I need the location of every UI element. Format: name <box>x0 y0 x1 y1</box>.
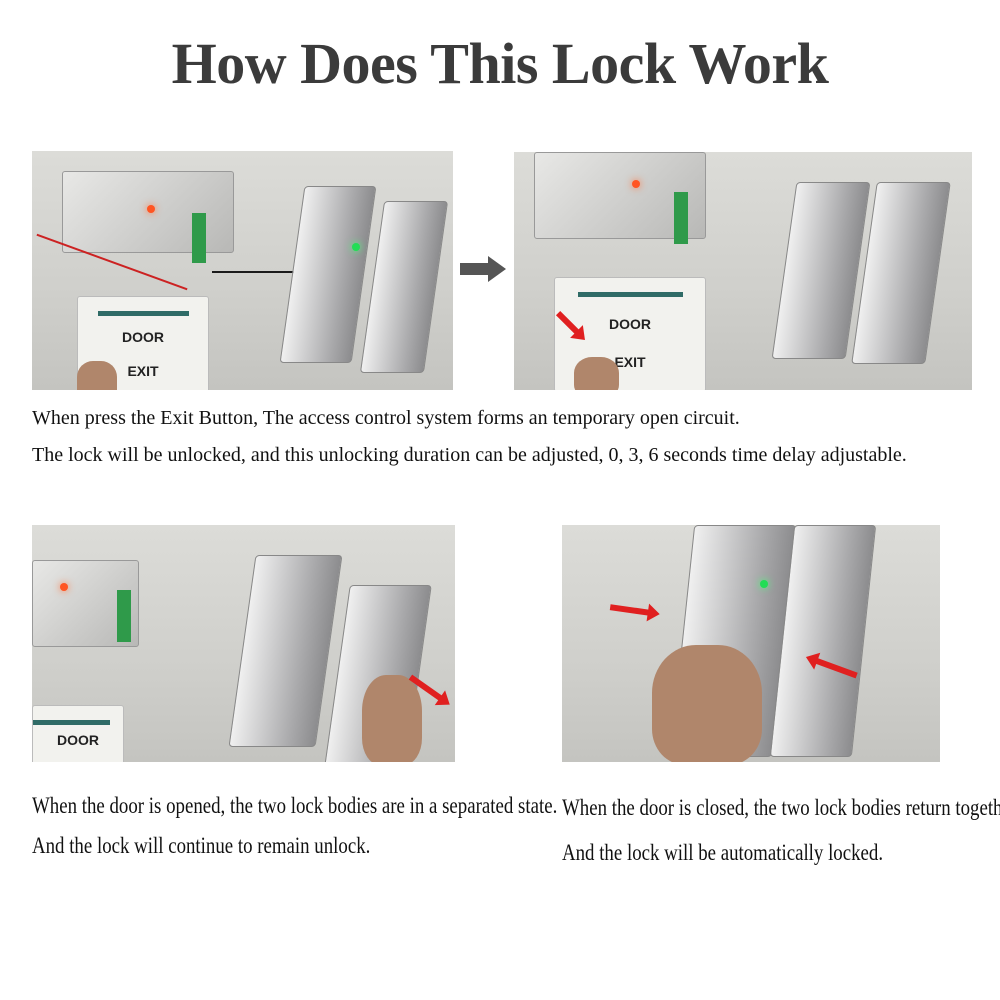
caption-top-line1: When press the Exit Button, The access c… <box>32 407 740 429</box>
hand <box>362 675 422 762</box>
green-led <box>352 243 360 251</box>
red-led <box>632 180 640 188</box>
page-title: How Does This Lock Work <box>171 31 829 96</box>
green-led <box>760 580 768 588</box>
photo-door-opened: DOOR <box>32 525 455 762</box>
terminal-block <box>117 590 131 642</box>
finger <box>574 357 619 390</box>
photo-exit-button-before: DOOR EXIT <box>32 151 453 390</box>
lock-body-right <box>359 201 449 373</box>
exit-button-plate: DOOR <box>32 705 124 762</box>
red-arrow-icon <box>609 604 651 616</box>
finger <box>77 361 117 390</box>
terminal-block <box>192 213 206 263</box>
wire <box>212 271 332 273</box>
arrow-right-icon <box>460 256 506 282</box>
lock-body-left <box>279 186 377 363</box>
caption-bottom-left-line2: And the lock will continue to remain unl… <box>32 833 371 858</box>
caption-bottom-right-line2: And the lock will be automatically locke… <box>562 840 884 865</box>
red-led <box>60 583 68 591</box>
lock-body-left <box>228 555 343 747</box>
door-label: DOOR <box>122 329 164 345</box>
hand <box>652 645 762 762</box>
door-label: DOOR <box>609 316 651 332</box>
caption-bottom-right-line1: When the door is closed, the two lock bo… <box>562 795 1000 820</box>
caption-top-line2: The lock will be unlocked, and this unlo… <box>32 444 907 466</box>
door-label: DOOR <box>57 732 99 748</box>
exit-label: EXIT <box>127 363 159 379</box>
red-led <box>147 205 155 213</box>
terminal-block <box>674 192 688 244</box>
caption-bottom-left-line1: When the door is opened, the two lock bo… <box>32 793 558 818</box>
exit-label: EXIT <box>614 354 646 370</box>
photo-door-closed <box>562 525 940 762</box>
photo-exit-button-pressed: DOOR EXIT <box>514 152 972 390</box>
